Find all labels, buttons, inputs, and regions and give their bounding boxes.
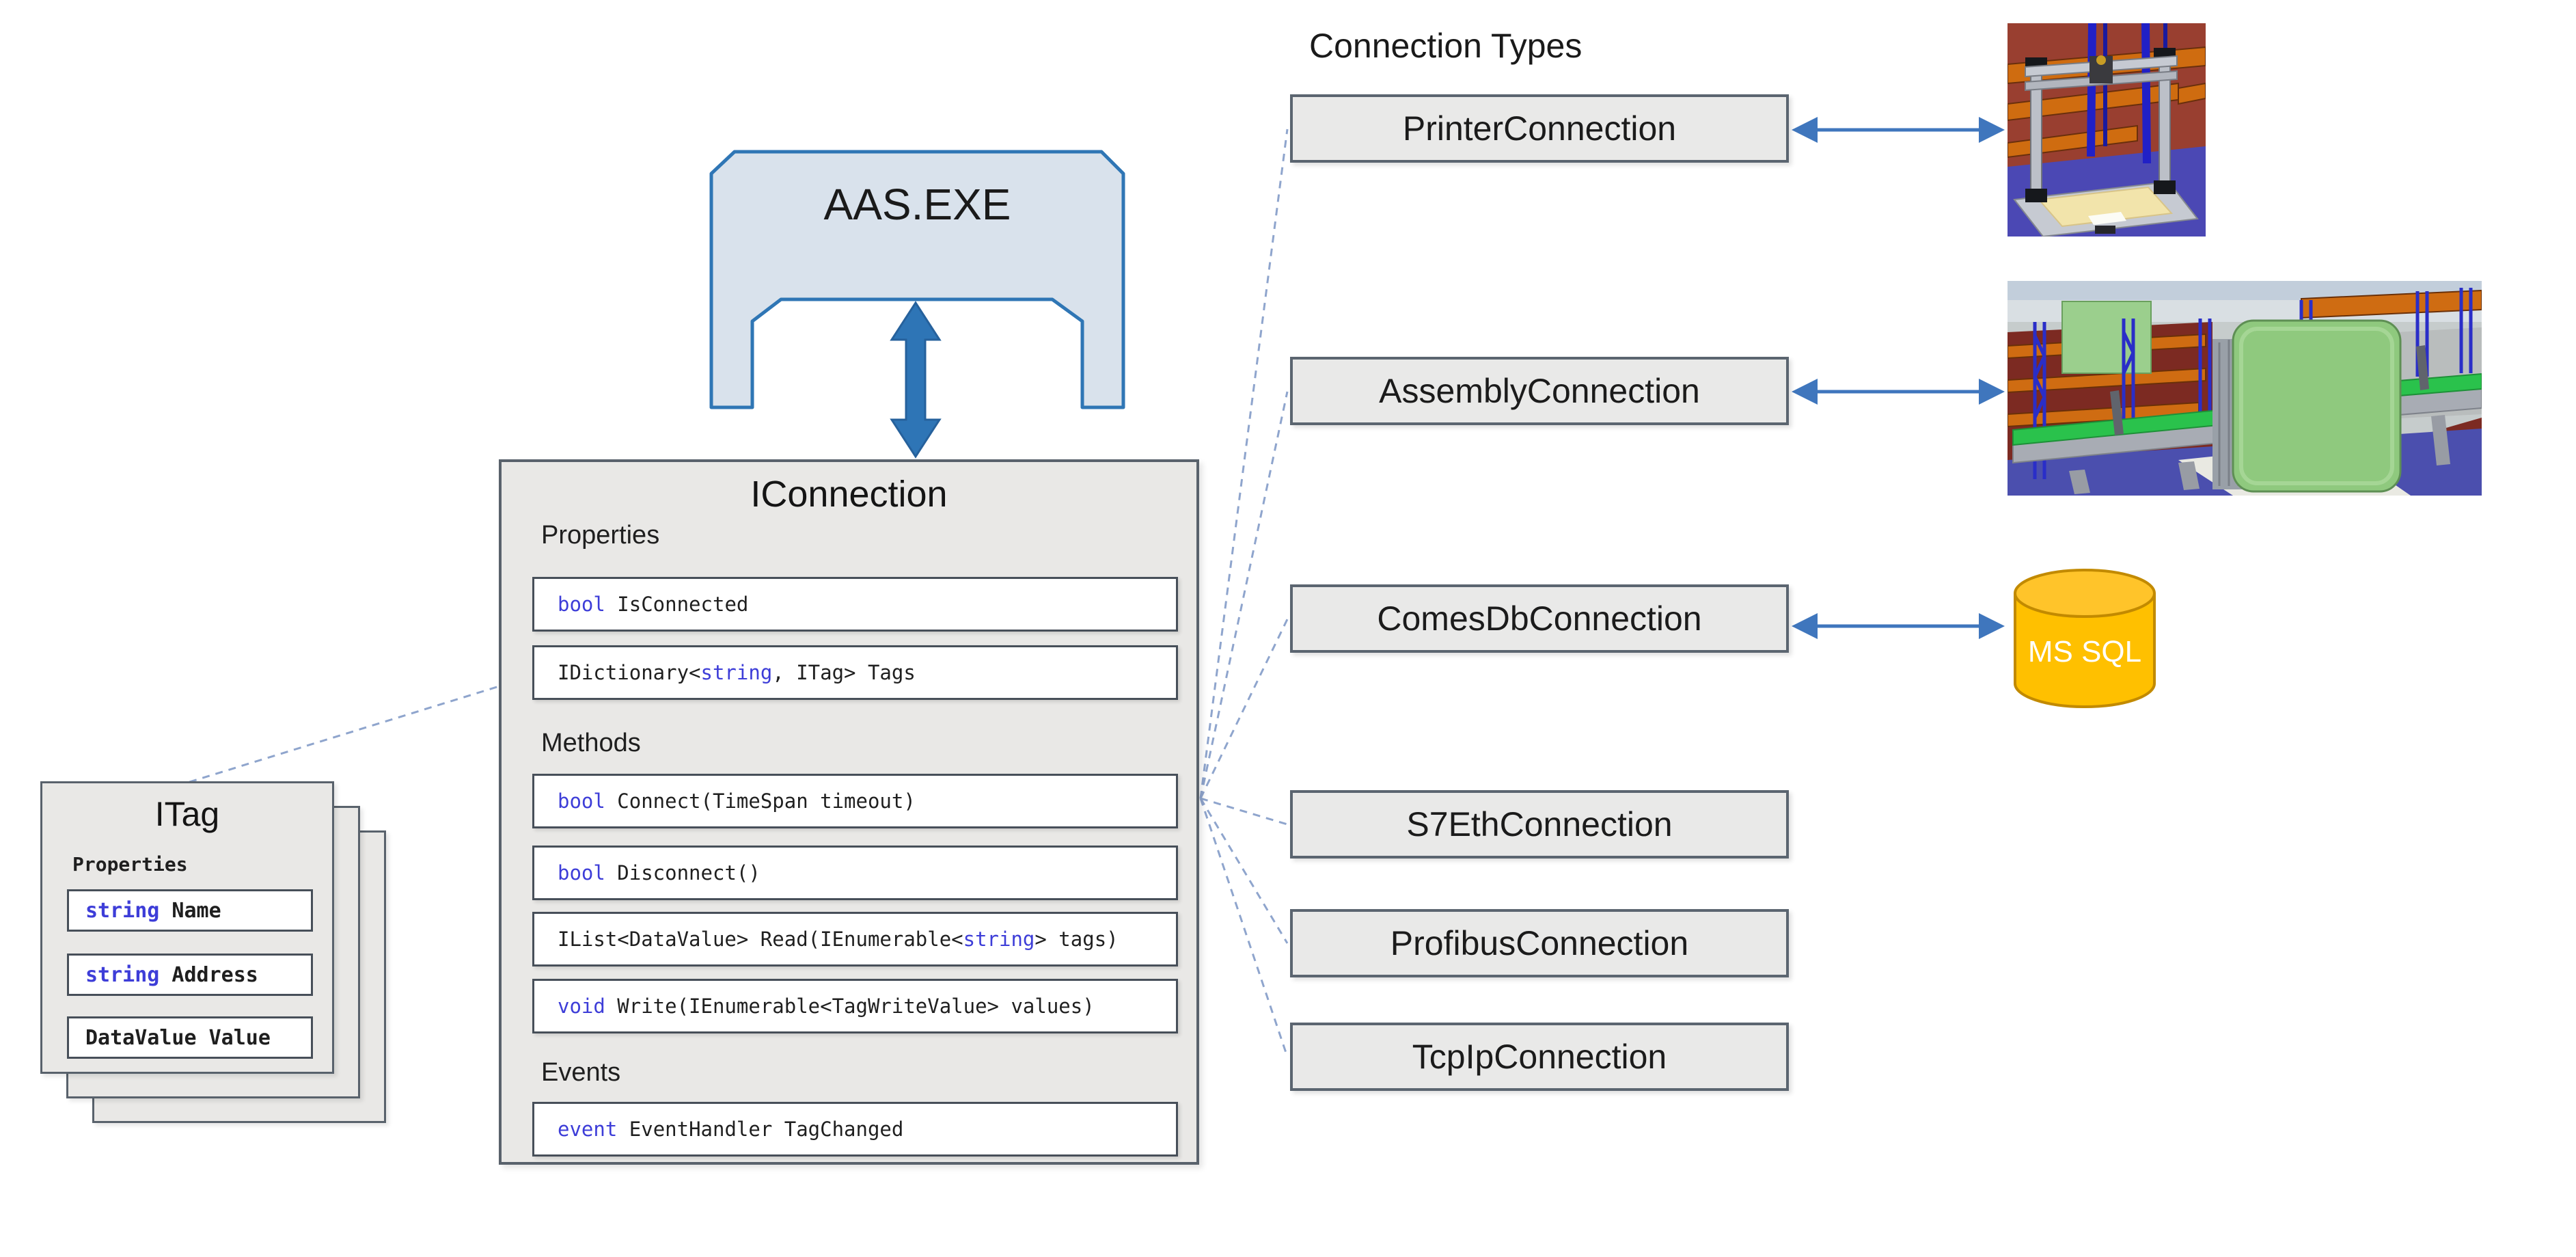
- code-keyword: string: [85, 898, 160, 923]
- iconnection-properties-label: Properties: [541, 521, 660, 550]
- iconnection-row-disconnect: bool Disconnect(): [532, 846, 1178, 900]
- mssql-database: MS SQL: [2008, 560, 2162, 716]
- iconnection-row-connect: bool Connect(TimeSpan timeout): [532, 774, 1178, 828]
- code-keyword: bool: [558, 593, 605, 616]
- iconnection-row-tagchanged: event EventHandler TagChanged: [532, 1102, 1178, 1157]
- connection-box-label: ComesDbConnection: [1377, 599, 1702, 638]
- code-text: string Address: [85, 963, 258, 987]
- code-keyword: bool: [558, 789, 605, 813]
- iconnection-title: IConnection: [750, 474, 948, 515]
- code-text: void Write(IEnumerable<TagWriteValue> va…: [558, 995, 1095, 1018]
- assembly-line-3d-image: [2008, 281, 2482, 496]
- code-keyword: string: [85, 962, 160, 987]
- connection-box-label: ProfibusConnection: [1390, 924, 1689, 962]
- link-arrows: [1792, 117, 2005, 639]
- code-pre: IList<DataValue> Read(IEnumerable<: [558, 928, 963, 951]
- aas-exe-label: AAS.EXE: [711, 179, 1123, 230]
- connection-box-printer: PrinterConnection: [1290, 94, 1789, 163]
- iconnection-assembly-dashed-connector: [1199, 391, 1289, 799]
- assembly-link-arrow-icon: [1792, 379, 2005, 405]
- code-pre: IDictionary<: [558, 661, 701, 684]
- assembly-scene-shelves: [2008, 289, 2482, 428]
- assembly-scene-back-machine: [2061, 301, 2152, 374]
- database-label: MS SQL: [2028, 635, 2141, 668]
- connection-box-tcpip: TcpIpConnection: [1290, 1023, 1789, 1091]
- assembly-scene-machine: [2212, 319, 2402, 493]
- code-text: bool IsConnected: [558, 593, 748, 616]
- code-keyword: string: [963, 928, 1035, 951]
- itag-title: ITag: [154, 795, 220, 833]
- iconnection-methods-label: Methods: [541, 729, 641, 757]
- connection-box-comesdb: ComesDbConnection: [1290, 584, 1789, 653]
- code-keyword: event: [558, 1118, 618, 1141]
- iconnection-row-tags: IDictionary<string, ITag> Tags: [532, 645, 1178, 700]
- code-rest: Address: [159, 962, 258, 987]
- comesdb-link-arrow-icon: [1792, 613, 2005, 639]
- iconnection-row-read: IList<DataValue> Read(IEnumerable<string…: [532, 912, 1178, 967]
- iconnection-s7eth-dashed-connector: [1200, 797, 1288, 826]
- code-rest: Write(IEnumerable<TagWriteValue> values): [605, 995, 1095, 1018]
- printer-scene-gantry: [2025, 48, 2178, 202]
- code-text: event EventHandler TagChanged: [558, 1118, 903, 1141]
- printer-3d-image: [2008, 23, 2206, 236]
- connection-types-heading: Connection Types: [1309, 27, 1582, 65]
- printer-link-arrow-icon: [1792, 117, 2005, 143]
- iconnection-comesdb-dashed-connector: [1199, 619, 1289, 799]
- code-rest: IsConnected: [605, 593, 749, 616]
- iconnection-printer-dashed-connector: [1199, 129, 1289, 799]
- connection-box-profibus: ProfibusConnection: [1290, 909, 1789, 977]
- itag-tags-dashed-connector: [176, 675, 531, 787]
- itag-row-name: string Name: [67, 889, 313, 932]
- iconnection-box: IConnection Properties bool IsConnected …: [499, 459, 1199, 1165]
- code-rest: Name: [159, 898, 221, 923]
- connection-box-label: TcpIpConnection: [1412, 1038, 1667, 1076]
- code-rest: , ITag> Tags: [772, 661, 916, 684]
- printer-scene-base: [2013, 180, 2199, 236]
- aas-iconnection-arrow-icon: [890, 301, 942, 459]
- code-text: DataValue Value: [85, 1026, 271, 1050]
- iconnection-row-isconnected: bool IsConnected: [532, 577, 1178, 632]
- code-rest: Disconnect(): [605, 861, 761, 884]
- code-text: bool Connect(TimeSpan timeout): [558, 789, 916, 813]
- iconnection-fan-connectors: [1199, 129, 1289, 1057]
- iconnection-tcpip-dashed-connector: [1199, 798, 1289, 1057]
- database-cylinder-icon: [2014, 569, 2156, 708]
- code-text: bool Disconnect(): [558, 861, 761, 884]
- itag-row-address: string Address: [67, 954, 313, 996]
- itag-box: ITag Properties string Name string Addre…: [40, 781, 334, 1074]
- connection-box-label: PrinterConnection: [1402, 109, 1677, 148]
- code-rest: EventHandler TagChanged: [617, 1118, 904, 1141]
- code-rest: Connect(TimeSpan timeout): [605, 789, 916, 813]
- code-keyword: void: [558, 995, 605, 1018]
- code-text: string Name: [85, 899, 221, 923]
- connection-box-label: S7EthConnection: [1406, 805, 1673, 843]
- itag-row-value: DataValue Value: [67, 1016, 313, 1059]
- aas-exe-label-text: AAS.EXE: [823, 180, 1011, 229]
- iconnection-events-label: Events: [541, 1058, 621, 1087]
- code-text: IList<DataValue> Read(IEnumerable<string…: [558, 928, 1119, 951]
- itag-properties-label: Properties: [72, 853, 188, 876]
- connection-box-label: AssemblyConnection: [1379, 372, 1700, 410]
- connection-box-assembly: AssemblyConnection: [1290, 357, 1789, 425]
- code-keyword: bool: [558, 861, 605, 884]
- code-text: IDictionary<string, ITag> Tags: [558, 661, 916, 684]
- code-keyword: string: [700, 661, 773, 684]
- code-pre: DataValue Value: [85, 1025, 271, 1050]
- iconnection-row-write: void Write(IEnumerable<TagWriteValue> va…: [532, 979, 1178, 1033]
- code-rest: > tags): [1034, 928, 1119, 951]
- connection-box-s7eth: S7EthConnection: [1290, 790, 1789, 859]
- iconnection-profibus-dashed-connector: [1199, 798, 1289, 944]
